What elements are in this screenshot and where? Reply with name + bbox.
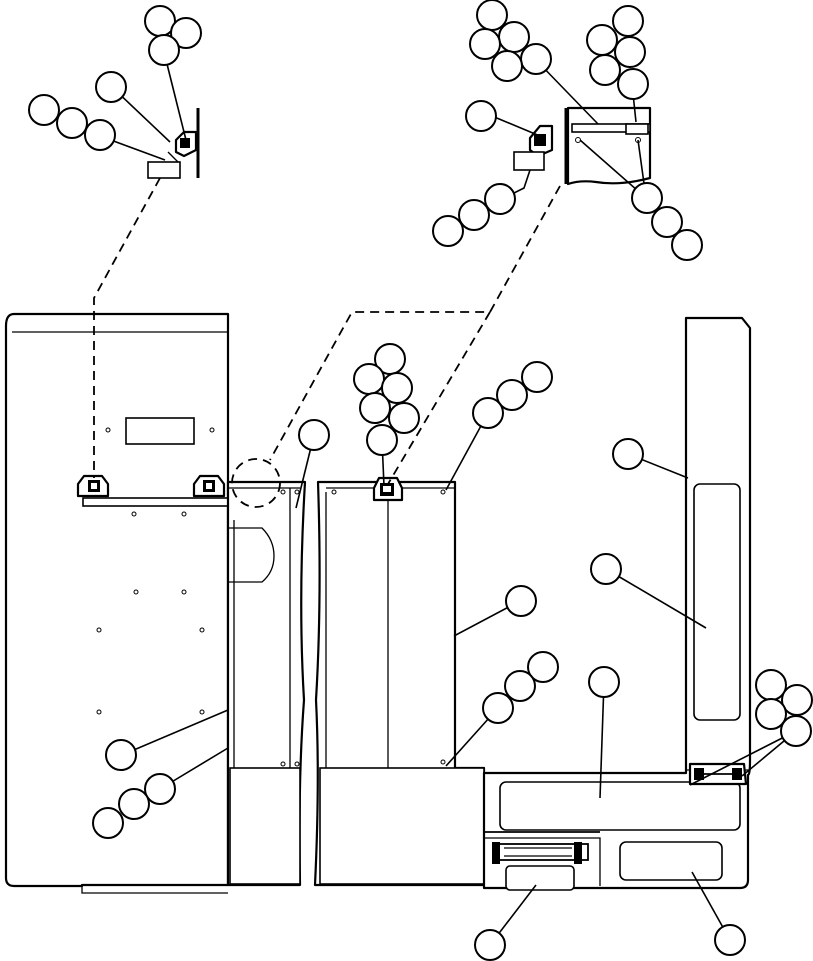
roller-assembly <box>492 842 589 864</box>
callout-bubble <box>484 183 516 215</box>
callout-bubble <box>366 424 398 456</box>
callout-bubble <box>504 670 536 702</box>
callout-bubble <box>496 379 528 411</box>
callout-bubble <box>498 21 530 53</box>
callout-bubble <box>95 71 127 103</box>
callout-bubble <box>474 929 506 961</box>
callout-bubble <box>586 24 618 56</box>
base-handle-panel <box>505 865 575 891</box>
inner-cabinet-left <box>226 458 307 887</box>
right-upright-window <box>693 483 741 721</box>
detail-bracket-right <box>513 106 652 186</box>
latch-center <box>372 476 404 502</box>
callout-bubble <box>755 698 787 730</box>
callout-bubble <box>520 43 552 75</box>
callout-bubble <box>614 36 646 68</box>
callout-bubble <box>56 107 88 139</box>
callout-bubble <box>781 684 813 716</box>
right-l-frame <box>482 316 752 891</box>
callout-bubble <box>651 206 683 238</box>
callout-bubble <box>432 215 464 247</box>
callout-bubble <box>476 0 508 31</box>
callout-bubble <box>589 54 621 86</box>
base-small-window <box>619 841 723 881</box>
corner-latch <box>688 762 748 786</box>
callout-bubble <box>714 924 746 956</box>
callout-bubble <box>631 182 663 214</box>
callout-bubble <box>612 5 644 37</box>
callout-bubble <box>612 438 644 470</box>
callout-bubble <box>170 17 202 49</box>
callout-bubble <box>359 392 391 424</box>
callout-bubble <box>491 50 523 82</box>
callout-bubble <box>590 553 622 585</box>
callout-bubble <box>28 94 60 126</box>
callout-bubble <box>84 119 116 151</box>
latch-right <box>192 474 226 498</box>
callout-bubble <box>755 669 787 701</box>
callout-bubble <box>92 807 124 839</box>
callout-bubble <box>381 372 413 404</box>
left-panel <box>4 312 291 894</box>
center-cabinet <box>313 476 486 887</box>
callout-bubble <box>521 361 553 393</box>
callout-bubble <box>482 692 514 724</box>
callout-bubble <box>780 715 812 747</box>
assembly-lines <box>93 177 561 485</box>
callout-bubble <box>505 585 537 617</box>
callout-bubble <box>588 666 620 698</box>
callout-bubble <box>118 788 150 820</box>
callouts <box>28 0 813 839</box>
callout-bubble <box>472 397 504 429</box>
callout-bubble <box>527 651 559 683</box>
callout-bubble <box>671 229 703 261</box>
callout-bubble <box>298 419 330 451</box>
callout-bubble <box>458 199 490 231</box>
left-panel-access-window <box>125 417 195 445</box>
latch-left <box>76 474 110 498</box>
callout-bubble <box>617 68 649 100</box>
callout-bubble <box>148 34 180 66</box>
detail-bracket-left <box>147 108 200 179</box>
callout-bubble <box>144 773 176 805</box>
callout-bubble <box>388 402 420 434</box>
callout-bubble <box>469 28 501 60</box>
callout-bubble <box>353 363 385 395</box>
callout-bubble <box>465 100 497 132</box>
base-long-window <box>499 781 741 831</box>
callout-bubble <box>105 739 137 771</box>
callouts-bottom <box>474 924 746 961</box>
